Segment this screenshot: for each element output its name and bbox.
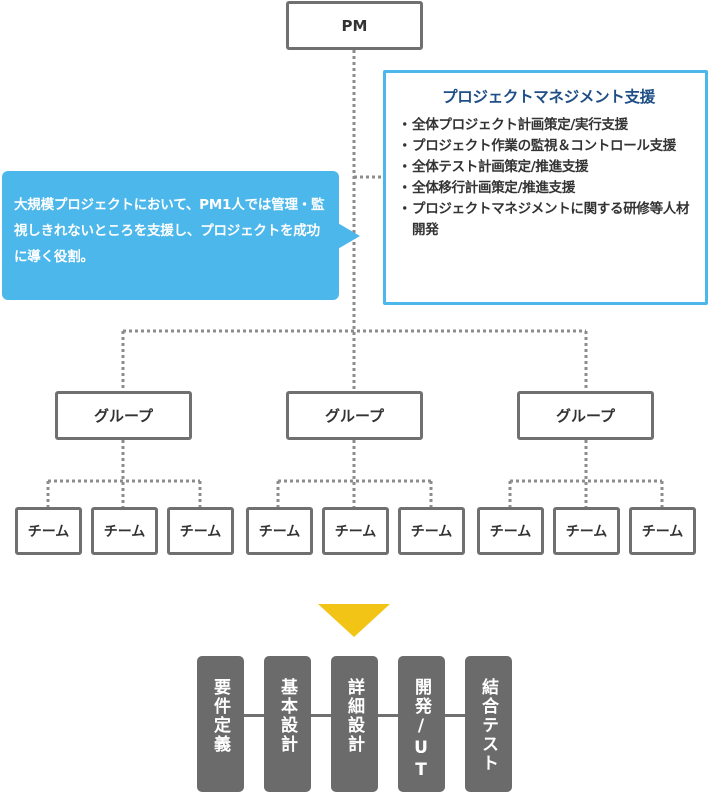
pm-support-box: プロジェクトマネジメント支援 全体プロジェクト計画策定/実行支援 プロジェクト作…: [383, 70, 708, 305]
support-item: 全体テスト計画策定/推進支援: [398, 157, 699, 178]
support-item: 全体移行計画策定/推進支援: [398, 178, 699, 199]
team-label: チーム: [258, 524, 301, 540]
phase-label: 詳細設計: [344, 678, 364, 754]
team-label: チーム: [489, 524, 532, 540]
down-arrow-icon: [318, 604, 390, 637]
team-box: チーム: [398, 507, 465, 555]
team-label: チーム: [410, 524, 453, 540]
team-box: チーム: [91, 507, 158, 555]
phase-detailed-design: 詳細設計: [331, 656, 378, 792]
team-label: チーム: [641, 524, 684, 540]
team-box: チーム: [629, 507, 696, 555]
group-label: グループ: [324, 407, 385, 425]
phase-requirements: 要件定義: [197, 656, 244, 792]
group-box-1: グループ: [55, 391, 192, 440]
team-box: チーム: [246, 507, 313, 555]
support-item: プロジェクトマネジメントに関する研修等人材開発: [398, 199, 699, 241]
group-label: グループ: [555, 407, 616, 425]
phase-label: 基本設計: [277, 678, 297, 754]
group-box-2: グループ: [286, 391, 423, 440]
pm-label: PM: [341, 16, 368, 35]
phase-development-ut: 開発/UT: [398, 656, 445, 792]
phase-basic-design: 基本設計: [264, 656, 311, 792]
callout-text: 大規模プロジェクトにおいて、PM1人では管理・監視しきれないところを支援し、プロ…: [14, 197, 325, 265]
group-box-3: グループ: [517, 391, 654, 440]
callout-pointer: [336, 222, 360, 250]
pm-role-callout: 大規模プロジェクトにおいて、PM1人では管理・監視しきれないところを支援し、プロ…: [2, 171, 339, 300]
phase-label: 結合テスト: [478, 678, 498, 773]
team-box: チーム: [167, 507, 234, 555]
support-item: プロジェクト作業の監視＆コントロール支援: [398, 136, 699, 157]
team-box: チーム: [322, 507, 389, 555]
team-box: チーム: [477, 507, 544, 555]
support-item: 全体プロジェクト計画策定/実行支援: [398, 115, 699, 136]
team-label: チーム: [27, 524, 70, 540]
team-label: チーム: [179, 524, 222, 540]
support-title: プロジェクトマネジメント支援: [442, 88, 655, 106]
team-box: チーム: [15, 507, 82, 555]
support-list: 全体プロジェクト計画策定/実行支援 プロジェクト作業の監視＆コントロール支援 全…: [398, 115, 699, 241]
pm-box: PM: [286, 1, 423, 50]
phase-label: 要件定義: [210, 678, 230, 754]
team-box: チーム: [553, 507, 620, 555]
team-label: チーム: [334, 524, 377, 540]
team-label: チーム: [103, 524, 146, 540]
phase-integration-test: 結合テスト: [465, 656, 512, 792]
team-label: チーム: [565, 524, 608, 540]
phase-label: 開発/UT: [411, 678, 431, 782]
group-label: グループ: [93, 407, 154, 425]
